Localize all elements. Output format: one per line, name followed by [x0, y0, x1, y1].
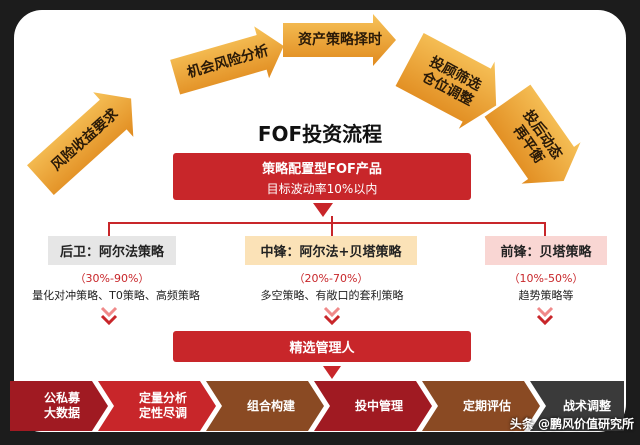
bottom-step-3: 组合构建: [226, 381, 316, 431]
center-box-title: 策略配置型FOF产品: [262, 162, 382, 177]
branch-connector-middle: [331, 216, 333, 236]
branch-left-chevron-icon: [100, 306, 118, 330]
branch-right-percentage: （10%-50%）: [508, 272, 584, 285]
branch-right-description: 趋势策略等: [518, 289, 574, 302]
top-arrow-1: [27, 92, 134, 196]
branch-connector-left: [108, 222, 110, 236]
bottom-step-2: 定量分析定性尽调: [118, 381, 208, 431]
center-box-subtitle: 目标波动率10%以内: [266, 182, 378, 196]
branch-connector-horizontal: [108, 222, 545, 224]
bottom-step-1-line2: 大数据: [43, 406, 80, 420]
manager-selection-box: 精选管理人: [173, 331, 471, 362]
top-step-3-label: 资产策略择时: [298, 31, 382, 48]
bottom-step-4-line1: 投中管理: [354, 398, 403, 413]
branch-middle-description: 多空策略、有敞口的套利策略: [260, 289, 404, 302]
top-arrow-5: [484, 84, 581, 184]
branch-left-title: 后卫：阿尔法策略: [48, 236, 176, 265]
page-title: FOF投资流程: [257, 122, 383, 146]
branch-left-percentage: （30%-90%）: [74, 272, 150, 285]
bottom-step-2-line2: 定性尽调: [138, 406, 187, 420]
branch-connector-right: [544, 222, 546, 236]
bottom-step-2-line1: 定量分析: [138, 391, 187, 405]
bottom-step-6: 战术调整: [550, 381, 624, 431]
manager-down-arrow-icon: [323, 365, 341, 384]
bottom-step-5: 定期评估: [442, 381, 532, 431]
bottom-step-5-line1: 定期评估: [462, 398, 511, 413]
center-down-arrow-icon: [313, 203, 333, 223]
top-arrow-2: [170, 26, 284, 95]
branch-middle-chevron-icon: [323, 306, 341, 330]
bottom-step-chain: [10, 381, 624, 431]
branch-middle-title: 中锋：阿尔法+贝塔策略: [245, 236, 417, 265]
branch-middle-percentage: （20%-70%）: [293, 272, 369, 285]
bottom-step-3-line1: 组合构建: [246, 398, 295, 413]
watermark-text: 头条 @鹏风价值研究所: [509, 416, 634, 431]
top-arrow-4: [395, 32, 497, 129]
center-product-box: 策略配置型FOF产品 目标波动率10%以内: [173, 153, 471, 200]
top-arrow-3: [283, 14, 396, 66]
bottom-step-6-line1: 战术调整: [562, 398, 611, 413]
bottom-step-1: 公私募大数据: [22, 381, 102, 431]
branch-left-description: 量化对冲策略、T0策略、高频策略: [32, 289, 200, 302]
branch-right-title: 前锋：贝塔策略: [485, 236, 607, 265]
branch-right-chevron-icon: [536, 306, 554, 330]
bottom-step-1-line1: 公私募: [43, 391, 80, 405]
bottom-step-4: 投中管理: [334, 381, 424, 431]
